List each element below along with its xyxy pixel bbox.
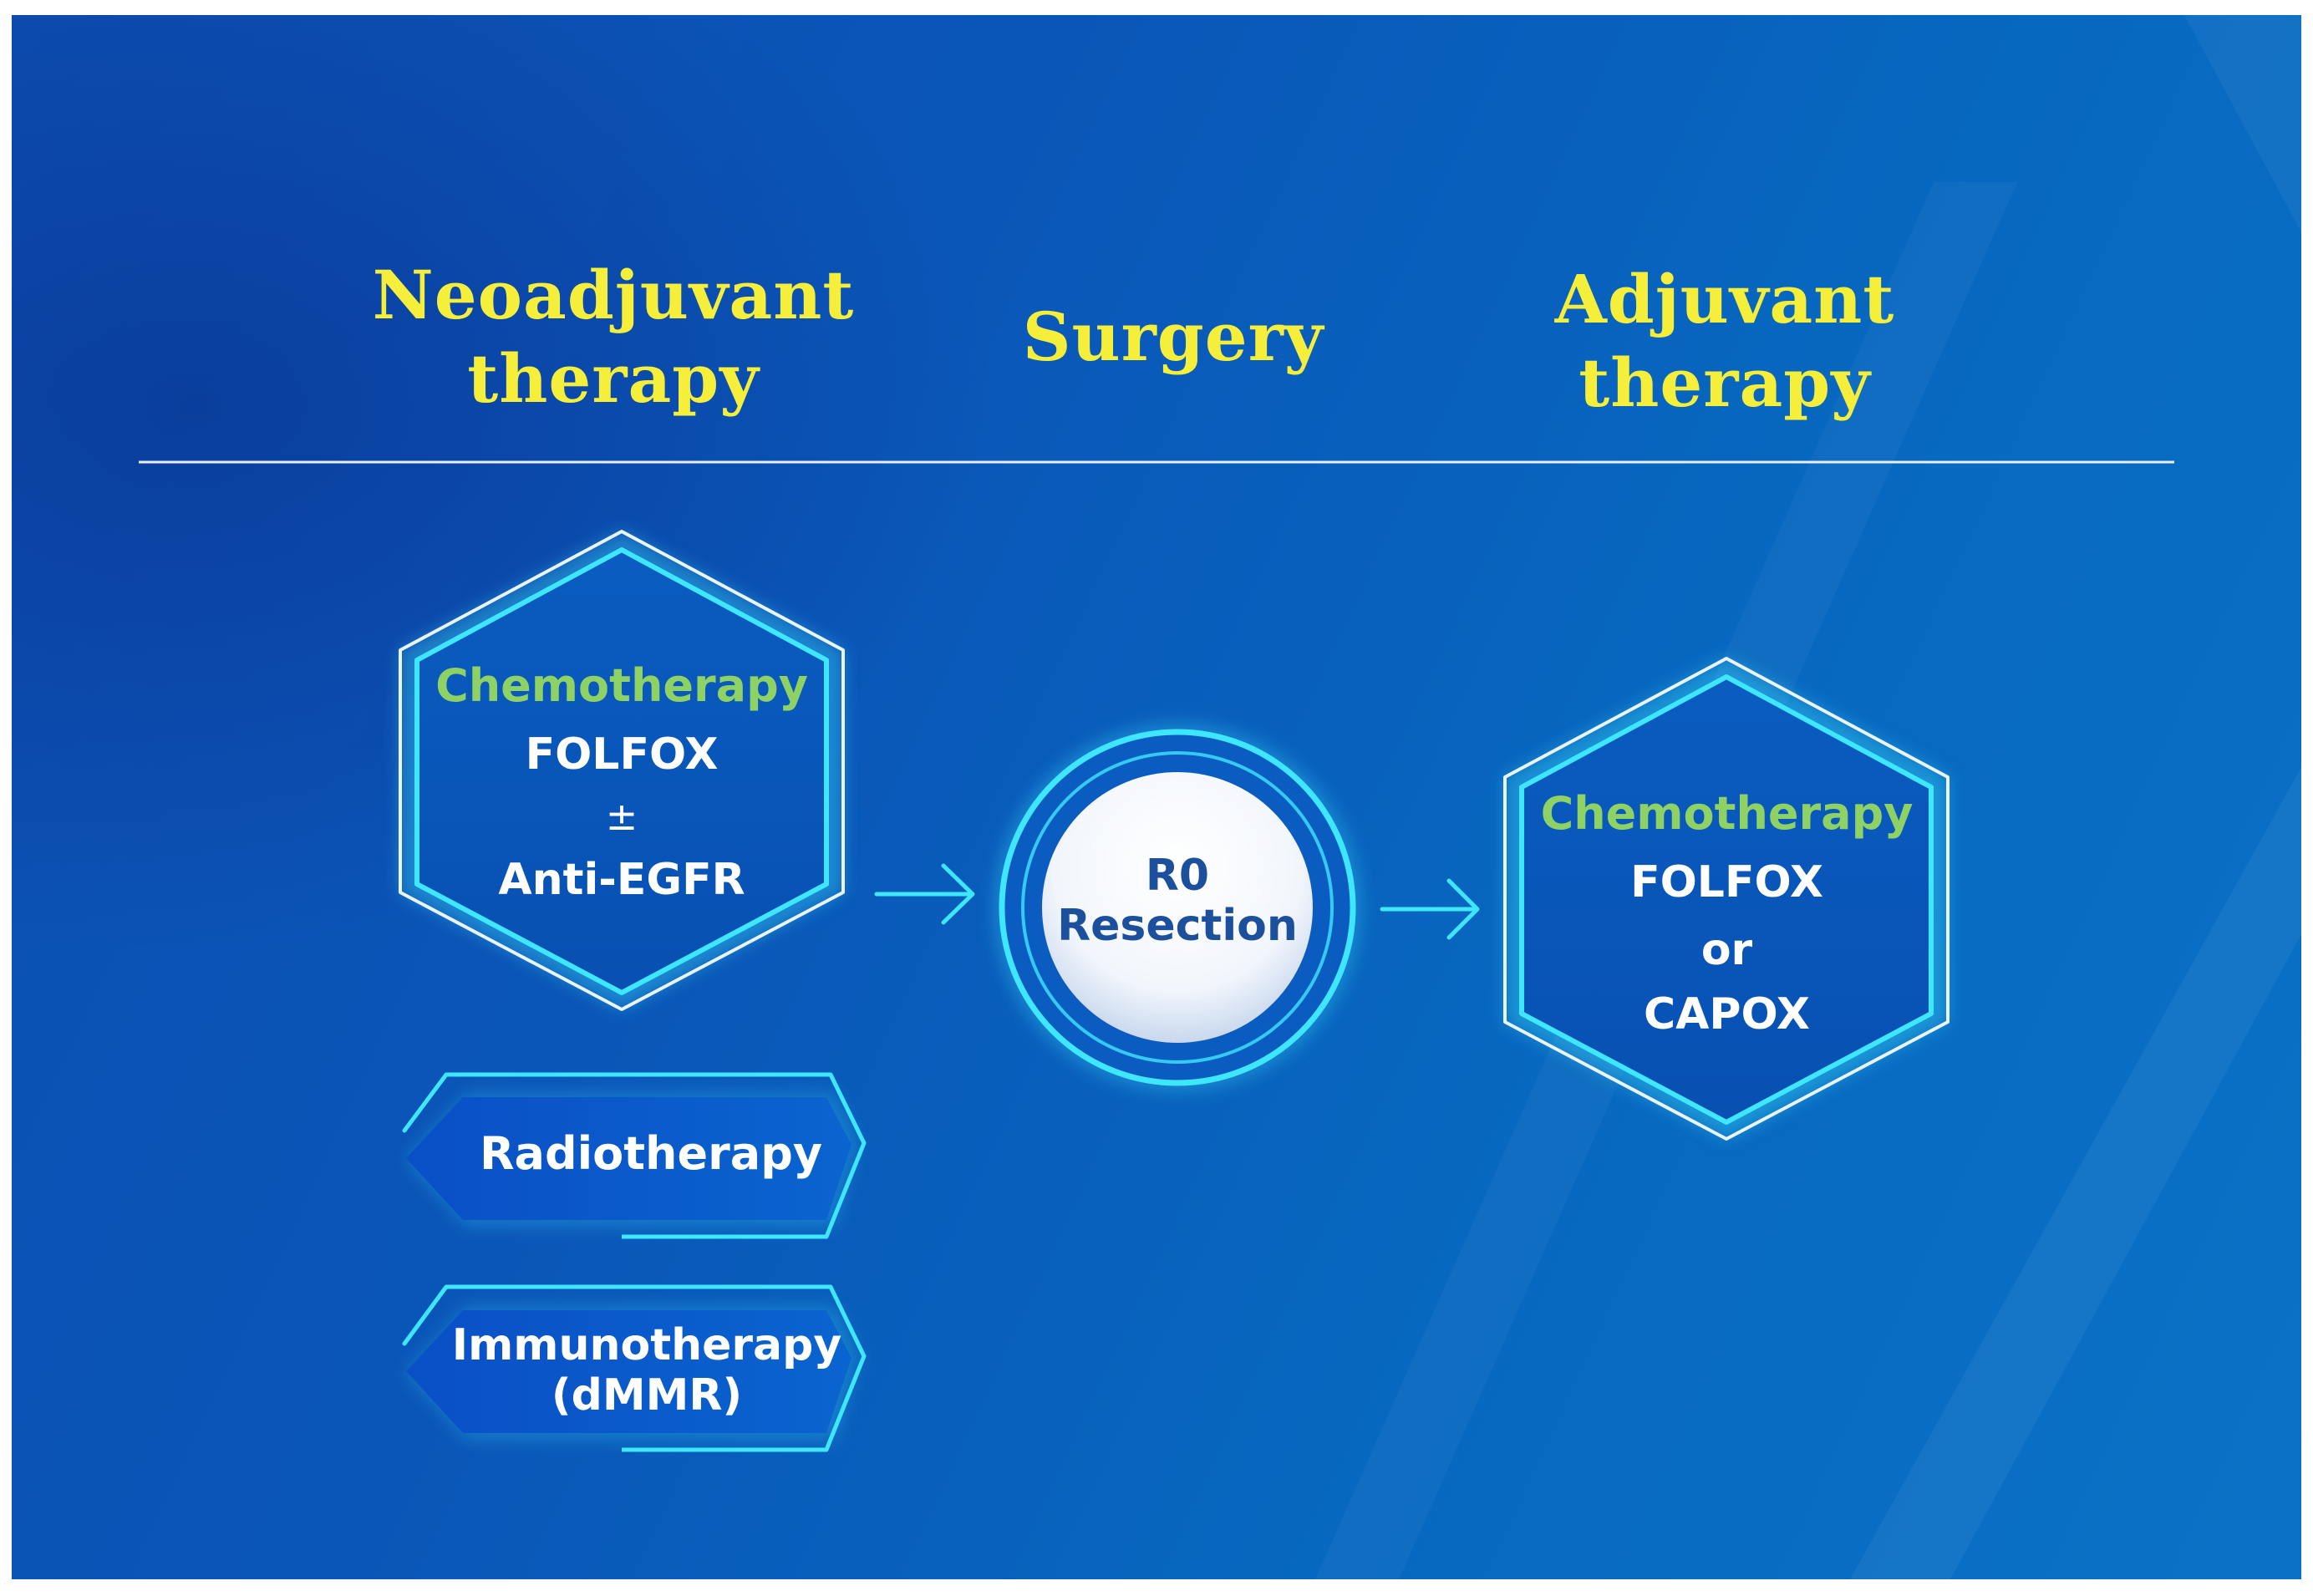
adjuvant-line-2: or (1700, 925, 1753, 975)
diagram-graphics (12, 15, 2301, 1579)
surgery-circle-text: R0 Resection (1044, 851, 1311, 951)
immunotherapy-sublabel: (dMMR) (551, 1370, 743, 1421)
immunotherapy-tag-shape (402, 1284, 867, 1452)
adjuvant-heading: Adjuvant therapy (1457, 257, 1992, 424)
neoadjuvant-heading-line1: Neoadjuvant (372, 256, 855, 334)
arrow-to-surgery-icon (874, 863, 975, 925)
neoadjuvant-category: Chemotherapy (435, 659, 808, 712)
neoadjuvant-line-1: FOLFOX (525, 729, 719, 780)
adjuvant-line-1: FOLFOX (1630, 857, 1823, 907)
adjuvant-category: Chemotherapy (1540, 787, 1914, 840)
immunotherapy-tag: Immunotherapy (dMMR) (421, 1320, 872, 1421)
light-streak (1850, 767, 2301, 1579)
light-streak (2184, 15, 2301, 232)
neoadjuvant-line-2: ± (605, 794, 638, 839)
adjuvant-hexagon (1503, 657, 1950, 1141)
diagram-canvas: Neoadjuvant therapy Surgery Adjuvant the… (12, 15, 2301, 1579)
surgery-line-1: R0 (1145, 851, 1210, 901)
adjuvant-heading-line2: therapy (1578, 343, 1871, 422)
neoadjuvant-heading-line2: therapy (467, 339, 760, 418)
neoadjuvant-hexagon-text: Chemotherapy FOLFOX ± Anti-EGFR (413, 654, 831, 918)
surgery-circle (994, 724, 1361, 1091)
surgery-line-2: Resection (1057, 901, 1298, 951)
adjuvant-hexagon-text: Chemotherapy FOLFOX or CAPOX (1512, 782, 1942, 1048)
radiotherapy-tag-shape (402, 1072, 867, 1239)
neoadjuvant-hexagon (399, 530, 845, 1011)
arrow-to-adjuvant-icon (1380, 878, 1480, 940)
surgery-heading: Surgery (1022, 297, 1324, 376)
neoadjuvant-line-3: Anti-EGFR (498, 855, 745, 905)
immunotherapy-label: Immunotherapy (451, 1320, 842, 1370)
adjuvant-heading-line1: Adjuvant (1554, 260, 1895, 338)
adjuvant-line-3: CAPOX (1644, 989, 1810, 1039)
neoadjuvant-heading: Neoadjuvant therapy (346, 253, 881, 420)
radiotherapy-tag: Radiotherapy (430, 1122, 872, 1186)
radiotherapy-label: Radiotherapy (479, 1127, 823, 1180)
